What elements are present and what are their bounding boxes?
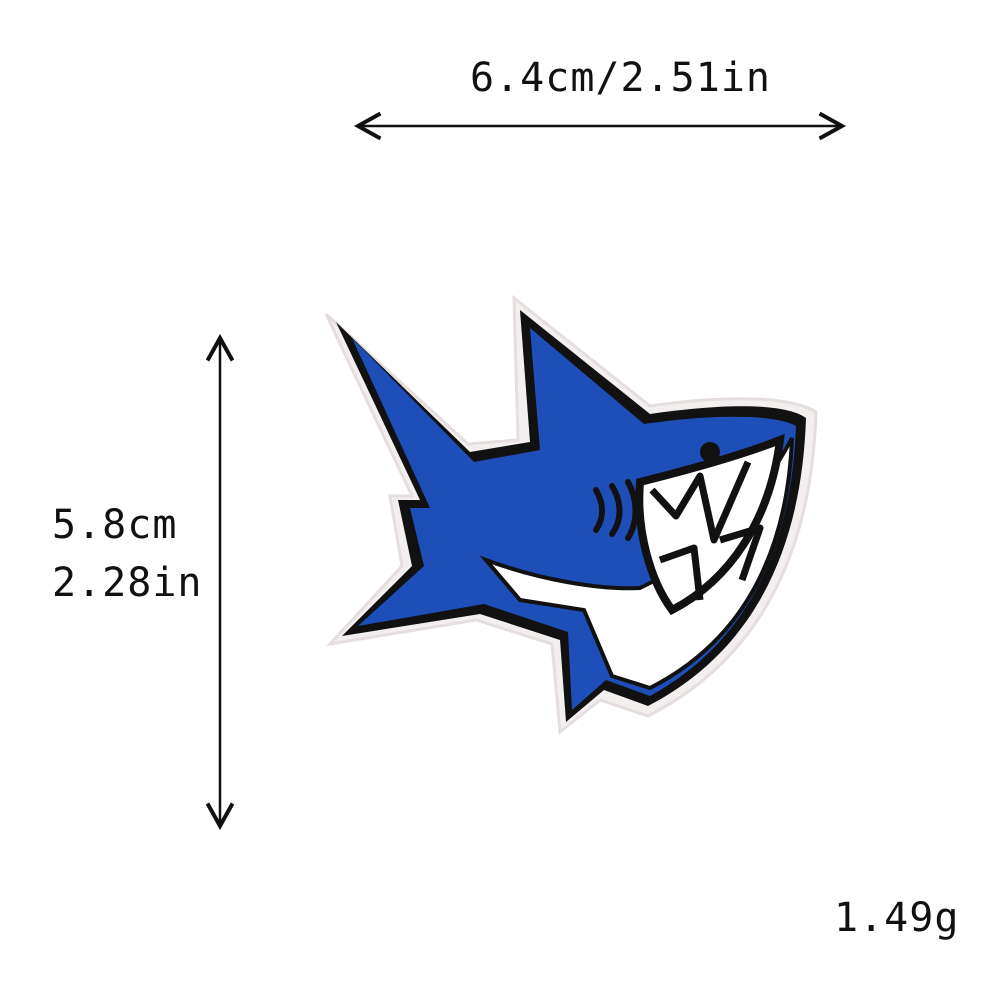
shark-patch-icon — [324, 294, 818, 735]
shark-eye — [700, 442, 720, 462]
width-label: 6.4cm/2.51in — [470, 55, 771, 101]
weight-label: 1.49g — [834, 895, 960, 941]
shark-teeth — [649, 460, 764, 601]
shark-gills — [593, 479, 639, 541]
height-label-in: 2.28in — [52, 560, 203, 606]
height-label-cm: 5.8cm — [52, 502, 178, 548]
